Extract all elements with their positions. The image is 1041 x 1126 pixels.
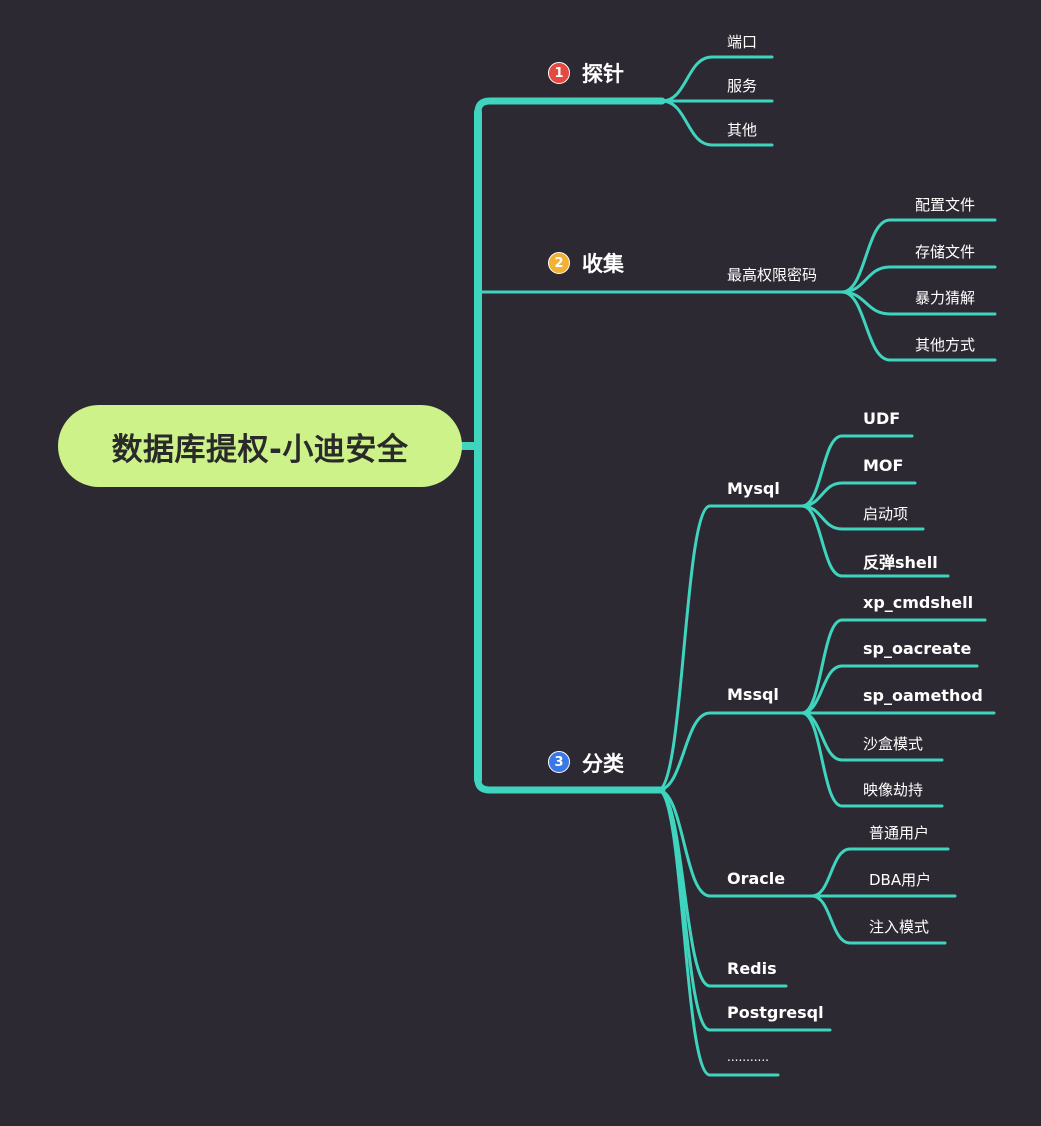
node-service[interactable]: 服务: [727, 77, 758, 95]
node-redis[interactable]: Redis: [727, 959, 777, 978]
branch-probe[interactable]: 探针: [582, 62, 624, 86]
node-image-hijack[interactable]: 映像劫持: [863, 781, 924, 799]
node-oracle[interactable]: Oracle: [727, 869, 786, 888]
mysql-child-line-3: [800, 504, 950, 578]
node-brute-force[interactable]: 暴力猜解: [915, 289, 976, 307]
classification-child-line-4: [656, 788, 832, 1032]
probe-child-line-0: [660, 55, 774, 103]
classification-child-line-0: [656, 504, 804, 792]
classification-child-line-2: [656, 788, 814, 898]
classification-child-line-1: [656, 711, 804, 792]
root-label: 数据库提权-小迪安全: [111, 431, 409, 468]
collect-child-line-3: [840, 290, 997, 362]
badge-3-icon: 3: [548, 751, 570, 773]
node-injection-mode[interactable]: 注入模式: [869, 918, 930, 936]
node-reverse-shell[interactable]: 反弹shell: [863, 553, 938, 572]
oracle-child-line-0: [810, 847, 950, 898]
node-sp-oamethod[interactable]: sp_oamethod: [863, 686, 983, 705]
badge-1-icon: 1: [548, 62, 570, 84]
node-mof[interactable]: MOF: [863, 456, 904, 475]
mssql-child-line-4: [800, 711, 944, 808]
node-sandbox-mode[interactable]: 沙盒模式: [863, 735, 924, 753]
badge-2-icon: 2: [548, 252, 570, 274]
connector-lines: [458, 55, 997, 1077]
node-postgresql[interactable]: Postgresql: [727, 1003, 824, 1022]
collect-child-line-1: [840, 265, 997, 294]
node-mssql[interactable]: Mssql: [727, 685, 779, 704]
oracle-child-line-2: [810, 894, 947, 945]
branch-line-probe: [474, 97, 666, 116]
branch-classification[interactable]: 分类: [582, 752, 624, 776]
node-sp-oacreate[interactable]: sp_oacreate: [863, 639, 972, 658]
node-xp-cmdshell[interactable]: xp_cmdshell: [863, 593, 974, 612]
node-other-methods[interactable]: 其他方式: [915, 336, 976, 354]
mysql-child-line-0: [800, 434, 914, 508]
node-storage-file[interactable]: 存储文件: [915, 243, 976, 261]
collect-child-line-0: [840, 218, 997, 294]
branch-collect[interactable]: 收集: [582, 252, 624, 276]
mssql-child-line-1: [800, 664, 979, 715]
node-other[interactable]: 其他: [727, 121, 758, 139]
root-node[interactable]: 数据库提权-小迪安全: [58, 405, 462, 487]
node-highest-privilege-password[interactable]: 最高权限密码: [727, 266, 818, 284]
node-mysql[interactable]: Mysql: [727, 479, 780, 498]
node-normal-user[interactable]: 普通用户: [869, 824, 930, 842]
classification-child-line-5: [656, 788, 780, 1077]
node-startup-item[interactable]: 启动项: [863, 505, 909, 523]
node-port[interactable]: 端口: [727, 33, 758, 51]
branch-line-classification: [474, 776, 666, 794]
probe-child-line-2: [660, 99, 774, 147]
node-config-file[interactable]: 配置文件: [915, 196, 976, 214]
node-dba-user[interactable]: DBA用户: [869, 871, 932, 889]
mssql-child-line-0: [800, 618, 987, 715]
node-udf[interactable]: UDF: [863, 409, 901, 428]
node-ellipsis[interactable]: ...........: [727, 1050, 769, 1064]
